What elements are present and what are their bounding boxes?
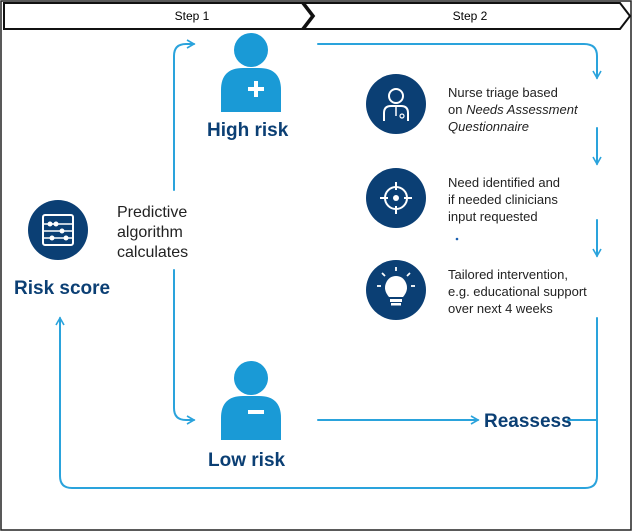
nurse-triage-line-1: Nurse triage based <box>448 85 558 100</box>
step1-label: Step 1 <box>174 9 210 23</box>
arrow-high-risk-to-step2 <box>317 43 602 80</box>
algorithm-text: Predictive algorithm calculates <box>117 203 188 263</box>
step2-label: Step 2 <box>452 9 488 23</box>
algorithm-line-2: algorithm <box>117 224 183 241</box>
nurse-triage-line-3-italic: Questionnaire <box>448 119 529 134</box>
step2-item-tailored-intervention: Tailored intervention, e.g. educational … <box>448 266 587 317</box>
step1-header-arrow <box>3 2 314 30</box>
low-risk-person-icon <box>221 361 281 440</box>
tailored-intervention-line-1: Tailored intervention, <box>448 267 568 282</box>
nurse-triage-line-3: Questionnaire <box>448 118 578 135</box>
target-icon <box>366 168 426 228</box>
high-risk-person-icon <box>221 33 281 112</box>
need-identified-line-3: input requested <box>448 209 538 224</box>
step2-header-arrow <box>301 1 632 30</box>
lightbulb-icon <box>366 260 426 320</box>
algorithm-line-1: Predictive <box>117 204 188 221</box>
nurse-triage-line-2-prefix: on <box>448 102 467 117</box>
tailored-intervention-line-3: over next 4 weeks <box>448 301 553 316</box>
nurse-triage-line-2-italic: Needs Assessment <box>466 102 578 117</box>
risk-score-label: Risk score <box>14 278 111 299</box>
step2-item-nurse-triage: Nurse triage based on Needs Assessment Q… <box>448 84 578 135</box>
nurse-icon <box>366 74 426 134</box>
arrow-to-low-risk <box>173 269 196 425</box>
arrow-to-high-risk <box>173 39 196 191</box>
nurse-triage-line-2: on Needs Assessment <box>448 101 578 118</box>
reassess-label: Reassess <box>484 411 572 432</box>
stray-dot <box>455 237 459 241</box>
step2-item-need-identified: Need identified and if needed clinicians… <box>448 174 560 225</box>
abacus-icon <box>28 200 88 260</box>
loop-back-line <box>55 316 598 489</box>
high-risk-label: High risk <box>207 120 289 141</box>
low-risk-label: Low risk <box>208 450 286 471</box>
tailored-intervention-line-2: e.g. educational support <box>448 284 587 299</box>
algorithm-line-3: calculates <box>117 244 189 261</box>
need-identified-line-1: Need identified and <box>448 175 561 190</box>
need-identified-line-2: if needed clinicians <box>448 192 558 207</box>
